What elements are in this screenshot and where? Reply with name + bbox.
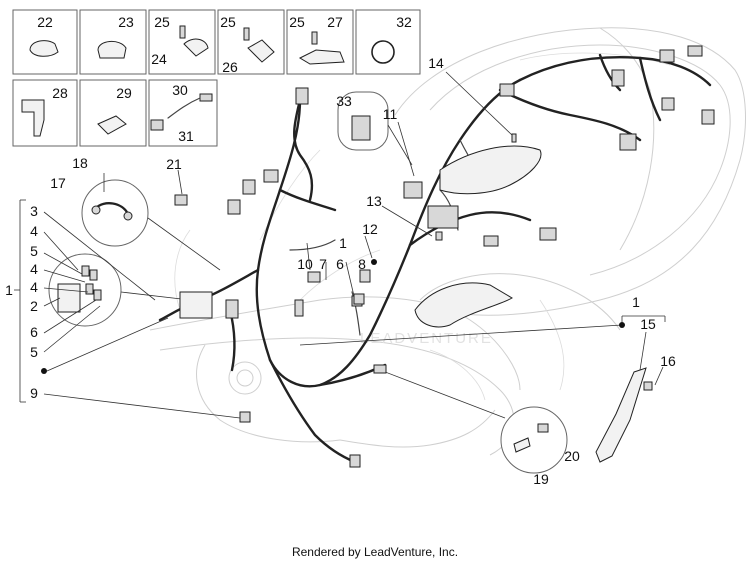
screw-icon bbox=[243, 27, 250, 41]
callout-3: 3 bbox=[30, 203, 38, 219]
callout-1b: 1 bbox=[339, 235, 347, 251]
relay-icon bbox=[351, 115, 371, 141]
callout-12: 12 bbox=[362, 221, 378, 237]
thumbnail-box-28[interactable]: 28 bbox=[12, 79, 78, 147]
grommet-icon bbox=[150, 119, 164, 131]
callout-15: 15 bbox=[640, 316, 656, 332]
thumbnail-box-24-25[interactable]: 25 24 bbox=[148, 9, 216, 75]
thumbnail-box-22[interactable]: 22 bbox=[12, 9, 78, 75]
callout-16: 16 bbox=[660, 353, 676, 369]
label-25c: 25 bbox=[289, 14, 305, 30]
screw-icon bbox=[179, 25, 186, 39]
detail-circle-19-20[interactable] bbox=[379, 369, 568, 474]
thumbnail-box-29[interactable]: 29 bbox=[79, 79, 147, 147]
thumbnail-box-30-31[interactable]: 30 31 bbox=[148, 79, 218, 147]
callout-13: 13 bbox=[366, 193, 382, 209]
callout-6: 6 bbox=[30, 324, 38, 340]
small-hardware bbox=[353, 133, 653, 391]
callout-14: 14 bbox=[428, 55, 444, 71]
rail-part-15[interactable] bbox=[595, 367, 647, 463]
label-23: 23 bbox=[118, 14, 134, 30]
connector-icon bbox=[513, 437, 531, 453]
callout-19: 19 bbox=[533, 471, 549, 487]
callout-17: 17 bbox=[50, 175, 66, 191]
callout-2: 2 bbox=[30, 298, 38, 314]
cover-part-11[interactable] bbox=[439, 145, 542, 195]
label-28: 28 bbox=[52, 85, 68, 101]
callout-1c: 1 bbox=[632, 294, 640, 310]
label-22: 22 bbox=[37, 14, 53, 30]
cap-icon bbox=[537, 423, 549, 433]
leader-lines bbox=[43, 71, 666, 419]
thumbnail-box-32[interactable]: 32 bbox=[355, 9, 421, 75]
scooter-body-outline: LEADVENTURE bbox=[149, 27, 746, 456]
detail-circle-17-18[interactable] bbox=[81, 173, 221, 271]
callout-bracket-left bbox=[14, 199, 47, 403]
watermark-text: LEADVENTURE bbox=[360, 330, 493, 347]
callout-4b: 4 bbox=[30, 261, 38, 277]
callout-21: 21 bbox=[166, 156, 182, 172]
thumbnail-box-23[interactable]: 23 bbox=[79, 9, 147, 75]
callout-4a: 4 bbox=[30, 223, 38, 239]
connector-icon bbox=[199, 93, 213, 102]
ring-clip-icon bbox=[371, 40, 395, 64]
fuse-holder-icon bbox=[57, 283, 81, 313]
label-31: 31 bbox=[178, 128, 194, 144]
label-30: 30 bbox=[172, 82, 188, 98]
label-25b: 25 bbox=[220, 14, 236, 30]
callout-7: 7 bbox=[319, 256, 327, 272]
callout-4c: 4 bbox=[30, 279, 38, 295]
cable-tie-icon bbox=[97, 115, 127, 135]
angle-bracket-icon bbox=[21, 99, 45, 137]
thumbnail-box-25-26[interactable]: 25 26 bbox=[217, 9, 285, 75]
callout-20: 20 bbox=[564, 448, 580, 464]
callout-1a: 1 bbox=[5, 282, 13, 298]
cable-clip-icon bbox=[97, 41, 127, 59]
callout-5b: 5 bbox=[30, 344, 38, 360]
screw-icon bbox=[311, 31, 318, 45]
callout-6b: 6 bbox=[336, 256, 344, 272]
label-33: 33 bbox=[336, 93, 352, 109]
callout-8: 8 bbox=[358, 256, 366, 272]
credit-text: Rendered by LeadVenture, Inc. bbox=[291, 545, 459, 559]
callout-5a: 5 bbox=[30, 243, 38, 259]
callout-9: 9 bbox=[30, 385, 38, 401]
label-25a: 25 bbox=[154, 14, 170, 30]
clamp-icon bbox=[29, 40, 59, 57]
thumbnail-box-25-27[interactable]: 25 27 bbox=[286, 9, 354, 75]
support-plate-icon bbox=[298, 49, 345, 65]
callout-numbers: 33 11 14 21 18 17 3 4 5 4 4 2 6 5 1 9 13… bbox=[5, 55, 676, 487]
bracket-part-12[interactable] bbox=[414, 282, 513, 328]
label-24: 24 bbox=[151, 51, 167, 67]
bracket-icon bbox=[183, 38, 209, 57]
callout-10: 10 bbox=[297, 256, 313, 272]
label-27: 27 bbox=[327, 14, 343, 30]
harness-connectors bbox=[174, 45, 715, 468]
holder-icon bbox=[247, 39, 275, 63]
callout-11: 11 bbox=[383, 106, 398, 122]
thumbnail-box-33[interactable]: 33 bbox=[336, 91, 413, 166]
label-29: 29 bbox=[116, 85, 132, 101]
label-32: 32 bbox=[396, 14, 412, 30]
callout-18: 18 bbox=[72, 155, 88, 171]
label-26: 26 bbox=[222, 59, 238, 75]
